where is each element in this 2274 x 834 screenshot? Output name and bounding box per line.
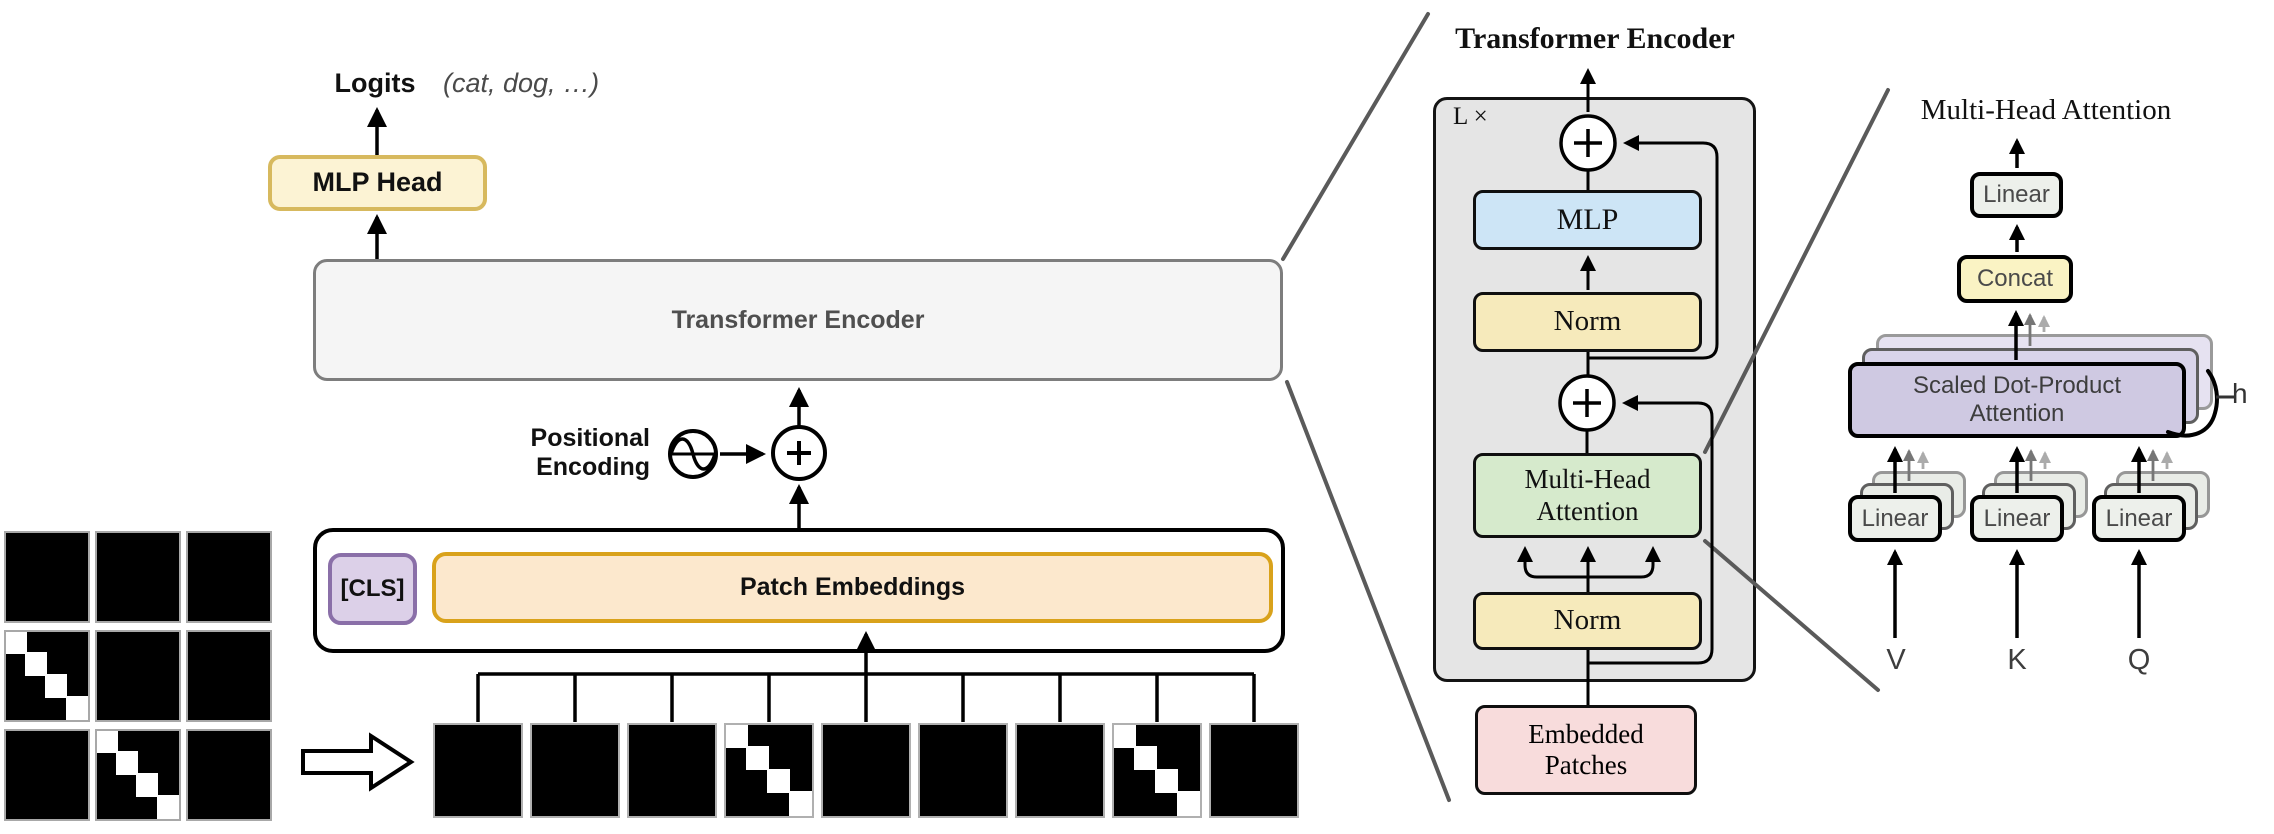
encoder-detail-title: Transformer Encoder [1455, 22, 1735, 55]
logits-classes-label: (cat, dog, …) [443, 68, 600, 98]
image-patch-diagonal [4, 630, 90, 722]
block-arrow-icon [301, 732, 415, 792]
positional-encoding-line2: Encoding [536, 453, 650, 481]
image-patch-black [627, 723, 717, 818]
image-patch-black [186, 729, 272, 821]
diagonal-white-square [767, 768, 791, 794]
image-patch-black [433, 723, 523, 818]
diagonal-white-square [156, 795, 179, 819]
image-patch-black [186, 531, 272, 623]
diagonal-white-square [1114, 725, 1136, 748]
encoder-connector-bottom-line [1285, 380, 1451, 802]
diagonal-white-square [65, 696, 88, 720]
diagonal-white-square [136, 773, 159, 797]
norm-upper-box: Norm [1473, 292, 1702, 352]
diagonal-white-square [115, 751, 138, 775]
scaled-dot-product-attention-box: Scaled Dot-Product Attention [1848, 362, 2186, 438]
input-q-label: Q [2127, 644, 2151, 676]
input-k-label: K [2007, 644, 2027, 676]
image-patch-diagonal [724, 723, 814, 818]
image-patch-diagonal [1112, 723, 1202, 818]
image-patch-black [4, 729, 90, 821]
linear-k-box: Linear [1970, 495, 2064, 542]
multi-head-attention-box: Multi-Head Attention [1473, 453, 1702, 538]
transformer-encoder-box: Transformer Encoder [313, 259, 1283, 381]
diagonal-white-square [726, 725, 748, 748]
positional-encoding-label: Positional Encoding [440, 424, 650, 482]
diagonal-white-square [24, 652, 47, 676]
image-patch-black [95, 531, 181, 623]
concat-box: Concat [1957, 255, 2073, 303]
num-heads-label: h [2232, 378, 2248, 409]
linear-v-box: Linear [1848, 495, 1942, 542]
input-v-label: V [1886, 644, 1906, 676]
image-patch-black [95, 630, 181, 722]
diagonal-white-square [1155, 768, 1179, 794]
input-image-grid [4, 531, 272, 821]
norm-lower-box: Norm [1473, 592, 1702, 650]
image-patch-black [530, 723, 620, 818]
diagonal-white-square [1176, 791, 1200, 816]
image-patch-black [1209, 723, 1299, 818]
mha-detail-title: Multi-Head Attention [1920, 94, 2172, 126]
diagonal-white-square [45, 674, 68, 698]
image-patch-black [1015, 723, 1105, 818]
sine-generator-icon [668, 429, 718, 479]
embedded-patches-box: Embedded Patches [1475, 705, 1697, 795]
image-patch-black [186, 630, 272, 722]
diagonal-white-square [745, 745, 769, 771]
patch-embeddings-box: Patch Embeddings [432, 552, 1273, 623]
logits-label: Logits [334, 68, 416, 98]
image-patch-black [821, 723, 911, 818]
patch-tick-connector [476, 672, 1256, 722]
mlp-box: MLP [1473, 190, 1702, 250]
linear-q-box: Linear [2092, 495, 2186, 542]
diagonal-white-square [97, 731, 118, 753]
image-patch-black [4, 531, 90, 623]
diagonal-white-square [788, 791, 812, 816]
image-patch-diagonal [95, 729, 181, 821]
positional-sum-icon [771, 425, 827, 481]
image-patch-black [918, 723, 1008, 818]
diagonal-white-square [1133, 745, 1157, 771]
linear-output-box: Linear [1970, 172, 2063, 218]
mlp-head-box: MLP Head [268, 155, 487, 211]
layer-count-label: L × [1453, 103, 1488, 130]
diagonal-white-square [6, 632, 27, 654]
patch-sequence-row [433, 723, 1299, 818]
positional-encoding-line1: Positional [530, 424, 650, 452]
encoder-connector-top-line [1281, 12, 1430, 261]
cls-token-box: [CLS] [328, 553, 417, 625]
